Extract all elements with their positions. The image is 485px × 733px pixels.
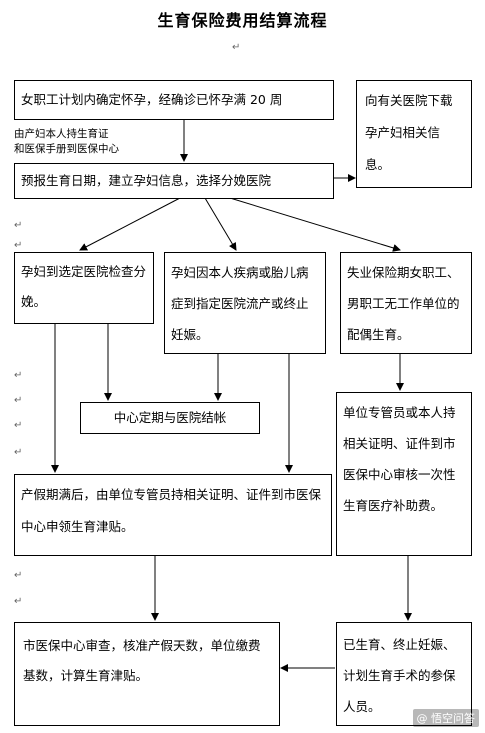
page-title: 生育保险费用结算流程	[157, 11, 328, 30]
box-review-text: 市医保中心审查，核准产假天数，单位缴费基数，计算生育津贴。	[23, 638, 261, 683]
box-register-pregnancy: 预报生育日期，建立孕妇信息，选择分娩医院	[14, 163, 334, 199]
box-settlement-text: 中心定期与医院结帐	[113, 410, 227, 425]
box-branch-disease-text: 孕妇因本人疾病或胎儿病症到指定医院流产或终止妊娠。	[171, 265, 309, 342]
box-confirm-pregnancy-text: 女职工计划内确定怀孕，经确诊已怀孕满 20 周	[21, 92, 283, 107]
note-card-line1: 由产妇本人持生育证	[14, 128, 109, 140]
box-eligible-insured: 已生育、终止妊娠、计划生育手术的参保人员。	[336, 622, 472, 726]
paragraph-mark: ↵	[232, 42, 241, 53]
paragraph-mark: ↵	[14, 596, 23, 607]
arrow-step2-branch3	[229, 197, 401, 252]
watermark: @ 悟空问答	[412, 709, 479, 727]
paragraph-mark: ↵	[14, 447, 23, 458]
box-branch-normal: 孕妇到选定医院检查分娩。	[14, 252, 154, 324]
box-branch-disease: 孕妇因本人疾病或胎儿病症到指定医院流产或终止妊娠。	[164, 252, 326, 354]
paragraph-mark: ↵	[14, 220, 23, 231]
arrow-step2-branch2	[204, 197, 237, 251]
note-card-line2: 和医保手册到医保中心	[14, 143, 119, 155]
box-branch-unemployed-text: 失业保险期女职工、男职工无工作单位的配偶生育。	[347, 265, 460, 342]
arrow-step2-branch1	[79, 197, 181, 251]
box-after-leave: 产假期满后，由单位专管员持相关证明、证件到市医保中心申领生育津贴。	[14, 474, 332, 556]
paragraph-mark: ↵	[14, 240, 23, 251]
box-download-info-text: 向有关医院下载孕产妇相关信息。	[365, 93, 453, 172]
box-eligible-insured-text: 已生育、终止妊娠、计划生育手术的参保人员。	[343, 637, 456, 714]
paragraph-mark: ↵	[14, 420, 23, 431]
box-confirm-pregnancy: 女职工计划内确定怀孕，经确诊已怀孕满 20 周	[14, 80, 334, 120]
paragraph-mark: ↵	[14, 370, 23, 381]
box-one-time-subsidy: 单位专管员或本人持相关证明、证件到市医保中心审核一次性生育医疗补助费。	[336, 392, 472, 556]
box-branch-normal-text: 孕妇到选定医院检查分娩。	[21, 264, 147, 309]
box-review: 市医保中心审查，核准产假天数，单位缴费基数，计算生育津贴。	[14, 622, 280, 726]
paragraph-mark: ↵	[14, 395, 23, 406]
paragraph-mark: ↵	[14, 570, 23, 581]
box-download-info: 向有关医院下载孕产妇相关信息。	[356, 80, 472, 188]
box-settlement: 中心定期与医院结帐	[80, 402, 260, 434]
box-register-pregnancy-text: 预报生育日期，建立孕妇信息，选择分娩医院	[21, 173, 272, 188]
box-one-time-subsidy-text: 单位专管员或本人持相关证明、证件到市医保中心审核一次性生育医疗补助费。	[343, 405, 456, 513]
box-branch-unemployed: 失业保险期女职工、男职工无工作单位的配偶生育。	[340, 252, 472, 354]
box-after-leave-text: 产假期满后，由单位专管员持相关证明、证件到市医保中心申领生育津贴。	[21, 487, 322, 534]
